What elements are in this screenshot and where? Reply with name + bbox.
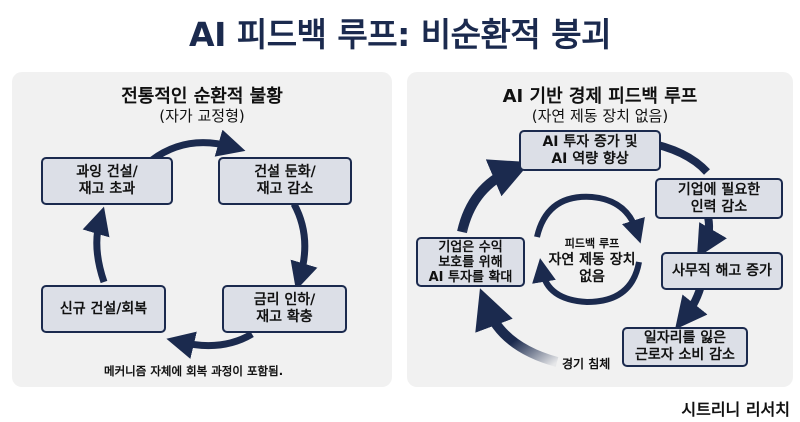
recession-label: 경기 침체 <box>562 357 611 371</box>
box-recovery: 신규 건설/회복 <box>41 285 166 333</box>
box-ai-investment: AI 투자 증가 및 AI 역량 향상 <box>519 130 661 171</box>
inner-loop-bottom <box>532 258 642 306</box>
box-overbuilding: 과잉 건설/ 재고 초과 <box>41 157 173 205</box>
ai-loop-panel: AI 기반 경제 피드백 루프 (자연 제동 장치 없음) AI 투자 증가 및… <box>407 72 793 387</box>
feedback-loop-label: 피드백 루프 <box>564 237 620 250</box>
box-fewer-workers: 기업에 필요한 인력 감소 <box>655 178 783 219</box>
cycle-arrows <box>82 129 318 359</box>
arrow-top <box>149 129 246 163</box>
page-title: AI 피드백 루프: 비순환적 붕괴 <box>189 15 611 54</box>
mechanism-note: 메커니즘 자체에 회복 과정이 포함됨. <box>104 364 284 378</box>
panel-title: AI 기반 경제 피드백 루프 <box>502 86 698 107</box>
box-consumption-drop: 일자리를 잃은 근로자 소비 감소 <box>622 327 748 367</box>
no-brake-label: 자연 제동 장치 없음 <box>548 252 636 285</box>
box-construction-slowdown: 건설 둔화/ 재고 감소 <box>218 157 352 205</box>
arrow-left <box>82 206 110 284</box>
panel-subtitle: (자연 제동 장치 없음) <box>531 107 669 125</box>
source-credit: 시트리니 리서치 <box>681 400 790 419</box>
panel-title: 전통적인 순환적 불황 <box>121 86 283 107</box>
traditional-cycle-panel: 전통적인 순환적 불황 (자가 교정형) 과잉 건설/ 재고 초과 건설 둔화/… <box>12 72 392 387</box>
inner-loop-top <box>534 193 645 244</box>
panel-subtitle: (자가 교정형) <box>159 107 245 125</box>
loop-arrows <box>457 138 727 367</box>
arrow-bottom <box>166 330 254 359</box>
box-layoffs: 사무직 해고 증가 <box>661 252 783 290</box>
arrow-right <box>290 202 318 291</box>
arrow-to-top <box>457 159 531 234</box>
box-firms-expand-ai: 기업은 수익 보호를 위해 AI 투자를 확대 <box>416 237 525 287</box>
arrow-recession <box>475 288 559 367</box>
box-rate-cut: 금리 인하/ 재고 확충 <box>222 285 347 333</box>
